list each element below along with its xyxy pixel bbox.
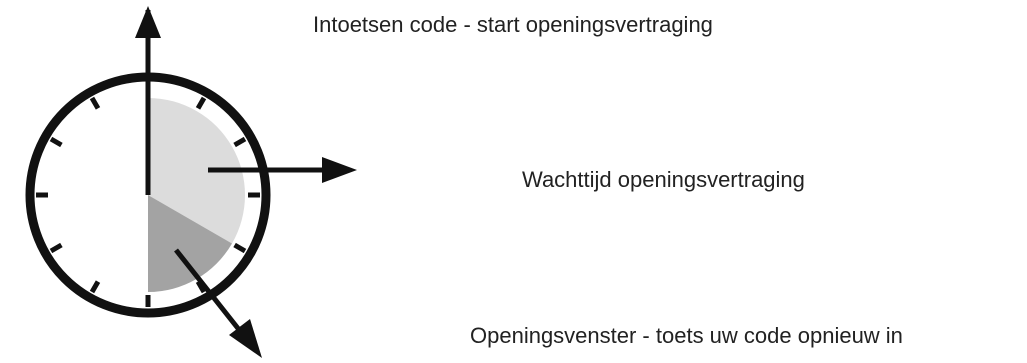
hour-tick — [49, 242, 63, 254]
wait-period-sector — [148, 98, 245, 244]
hour-tick — [89, 280, 101, 294]
window-label: Openingsvenster - toets uw code opnieuw … — [470, 323, 903, 348]
opening-window-sector — [148, 195, 232, 292]
wait-arrowhead-icon — [322, 157, 357, 183]
wait-label: Wachttijd openingsvertraging — [522, 167, 805, 192]
hour-tick — [233, 136, 247, 148]
hour-tick — [195, 96, 207, 110]
start-label: Intoetsen code - start openingsvertragin… — [313, 12, 713, 37]
hour-tick — [233, 242, 247, 254]
hour-tick — [49, 136, 63, 148]
window-arrow-icon — [174, 248, 246, 338]
hour-tick — [195, 280, 207, 294]
window-arrowhead-icon — [229, 319, 262, 358]
hour-tick — [89, 96, 101, 110]
start-arrowhead-icon — [135, 6, 161, 38]
clock-ticks — [36, 96, 260, 307]
